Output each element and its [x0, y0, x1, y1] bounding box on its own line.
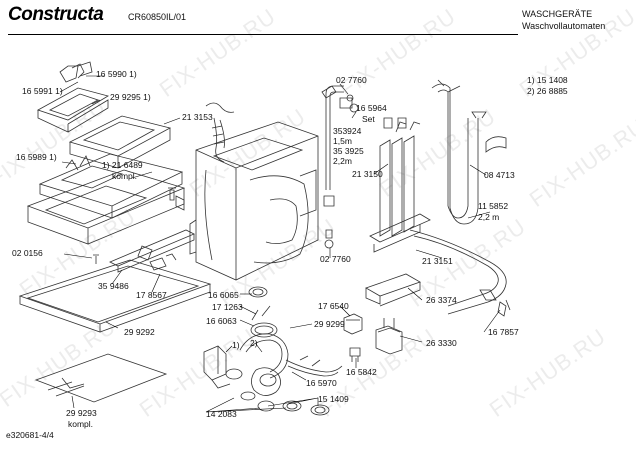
callout-2: 2) — [250, 338, 258, 348]
part-label-353925-length: 2,2m — [333, 156, 352, 166]
part-label-178567: 17 8567 — [136, 290, 167, 300]
part-label-299295: 29 9295 1) — [110, 92, 151, 102]
door-seal-frame — [18, 259, 212, 333]
part-label-165991: 16 5991 1) — [22, 86, 63, 96]
footnote-1: 1) 15 1408 — [527, 75, 568, 85]
part-label-142083: 14 2083 — [206, 409, 237, 419]
detergent-drawer-handle — [37, 87, 110, 133]
part-label-353925: 35 3925 — [333, 146, 364, 156]
motor-bracket — [365, 273, 421, 307]
pressure-hose — [205, 102, 235, 163]
part-label-213150: 21 3150 — [352, 169, 383, 179]
part-label-213151: 21 3151 — [422, 256, 453, 266]
lid-panel — [34, 353, 168, 403]
hose-clamp-set — [346, 94, 407, 129]
part-label-027760-bottom: 02 7760 — [320, 254, 351, 264]
model-code: CR60850IL/01 — [128, 12, 187, 22]
part-label-353924: 353924 — [333, 126, 362, 136]
dispenser-housing — [26, 169, 186, 245]
water-inlet-valve-assembly — [369, 121, 431, 253]
inlet-hose-elbow — [321, 85, 353, 190]
part-label-167857: 16 7857 — [488, 327, 519, 337]
part-label-165989: 16 5989 1) — [16, 152, 57, 162]
part-label-115852: 11 5852 — [478, 201, 509, 211]
brand-logo: Constructa — [8, 4, 104, 25]
leader-lines — [59, 75, 501, 413]
part-label-176540: 17 6540 — [318, 301, 349, 311]
hose-bracket — [485, 136, 507, 153]
screw-icon — [93, 187, 176, 264]
part-label-213153: 21 3153 — [182, 112, 213, 122]
part-label-027760-top: 02 7760 — [336, 75, 367, 85]
part-label-216489: 1) 21 6489 — [102, 160, 143, 170]
sump-hose — [239, 305, 289, 379]
overflow-hose — [409, 229, 507, 315]
part-label-165990: 16 5990 1) — [96, 69, 137, 79]
part-label-151409: 15 1409 — [318, 394, 349, 404]
part-label-359486: 35 9486 — [98, 281, 129, 291]
part-label-165964-set: Set — [362, 114, 375, 124]
drain-pump — [203, 345, 243, 389]
part-label-263374: 26 3374 — [426, 295, 457, 305]
detergent-drawer-cap — [59, 61, 93, 83]
part-label-299292: 29 9292 — [124, 327, 155, 337]
part-label-084713: 08 4713 — [484, 170, 515, 180]
part-label-263330: 26 3330 — [426, 338, 457, 348]
part-label-171263: 17 1263 — [212, 302, 243, 312]
document-id: e320681-4/4 — [6, 430, 54, 440]
part-label-166065: 16 6065 — [208, 290, 239, 300]
inlet-hose-fitting — [323, 195, 335, 249]
part-label-020156: 02 0156 — [12, 248, 43, 258]
dispenser-mounting-bracket — [109, 229, 195, 273]
part-label-353924-length: 1,5m — [333, 136, 352, 146]
drain-hose-lower — [285, 355, 343, 377]
drain-hose — [431, 79, 487, 225]
hose-clip — [497, 299, 511, 317]
footnote-2: 2) 26 8885 — [527, 86, 568, 96]
category-title: WASCHGERÄTE — [522, 9, 593, 19]
part-label-166063: 16 6063 — [206, 316, 237, 326]
part-label-216489-kompl: kompl. — [112, 171, 138, 181]
detergent-drawer — [68, 115, 172, 169]
category-subtitle: Waschvollautomaten — [522, 21, 606, 31]
part-label-115852-length: 2,2 m — [478, 212, 500, 222]
header-divider — [8, 34, 518, 35]
filter-housing — [251, 367, 281, 396]
relay-block — [343, 313, 363, 335]
callout-1: 1) — [232, 340, 240, 350]
part-label-299299: 29 9299 — [314, 319, 345, 329]
washer-tub-housing — [189, 121, 319, 281]
connector-plug — [349, 347, 361, 362]
part-label-299293: 29 9293 — [66, 408, 97, 418]
part-label-165964: 16 5964 — [356, 103, 387, 113]
suppressor-module — [375, 318, 403, 355]
part-label-165970: 16 5970 — [306, 378, 337, 388]
part-label-299293-kompl: kompl. — [68, 419, 94, 429]
part-label-165842: 16 5842 — [346, 367, 377, 377]
drain-pump-seal-ring — [248, 286, 268, 298]
